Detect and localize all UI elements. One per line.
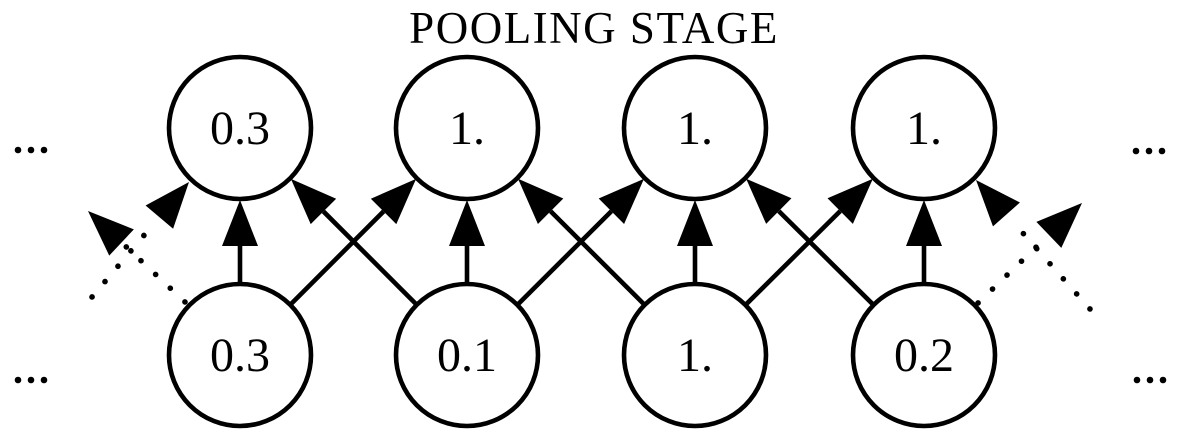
dotted-arrow-shaft — [975, 236, 1048, 306]
node-bottom-4: 0.2 — [850, 281, 998, 429]
node-top-1: 0.3 — [166, 54, 314, 202]
arrow-shaft — [321, 209, 418, 306]
arrow-shaft — [516, 209, 614, 306]
node-top-1-circle — [166, 54, 314, 202]
ellipsis-dot — [1158, 147, 1166, 155]
node-bottom-1-circle — [166, 281, 314, 429]
arrowhead — [370, 178, 417, 225]
node-top-4: 1. — [850, 54, 998, 202]
ellipsis-dot — [1146, 376, 1154, 384]
dotted-edge-left-outgoing — [88, 211, 188, 305]
node-bottom-2-value: 0.1 — [437, 329, 497, 382]
arrowhead — [449, 200, 485, 246]
arrowhead — [1036, 203, 1082, 248]
diagram-title: POOLING STAGE — [409, 3, 779, 53]
ellipsis-dot — [1133, 376, 1141, 384]
dotted-arrow-shaft — [1007, 216, 1093, 312]
edge-bottom1-to-top2 — [289, 178, 417, 306]
node-top-3-circle — [621, 54, 769, 202]
edge-bottom2-to-top1 — [290, 178, 418, 306]
ellipsis-dot — [27, 146, 35, 154]
node-top-2: 1. — [393, 54, 541, 202]
node-bottom-1: 0.3 — [166, 281, 314, 429]
arrowhead — [827, 178, 873, 224]
arrowhead — [145, 182, 189, 229]
ellipsis-dot — [14, 376, 22, 384]
arrowhead — [290, 178, 337, 225]
node-bottom-3: 1. — [621, 281, 769, 429]
edge-bottom4-to-top4 — [906, 200, 942, 283]
ellipsis-dot — [1132, 147, 1140, 155]
node-top-1-value: 0.3 — [210, 102, 270, 155]
dotted-arrow-shaft — [123, 243, 188, 305]
dotted-edge-right-incoming — [976, 180, 1093, 312]
edge-bottom1-to-top1 — [222, 200, 258, 283]
ellipsis-top-left — [14, 146, 48, 154]
ellipsis-dot — [1145, 147, 1153, 155]
edge-bottom3-to-top3 — [677, 200, 713, 283]
ellipsis-dot — [40, 376, 48, 384]
node-top-4-value: 1. — [906, 102, 942, 155]
dotted-edge-right-outgoing — [975, 203, 1082, 306]
arrowhead — [88, 211, 134, 256]
node-top-3-value: 1. — [677, 102, 713, 155]
dotted-arrow-shaft — [89, 218, 159, 300]
arrowhead — [906, 200, 942, 246]
ellipsis-bottom-left — [14, 376, 48, 384]
edge-bottom2-to-top3 — [516, 178, 644, 306]
ellipsis-top-right — [1132, 147, 1166, 155]
arrowhead — [976, 180, 1020, 227]
node-bottom-4-circle — [850, 281, 998, 429]
arrow-shaft — [744, 209, 842, 306]
node-bottom-2-circle — [393, 281, 541, 429]
edge-bottom2-to-top2 — [449, 200, 485, 283]
node-top-4-circle — [850, 54, 998, 202]
ellipsis-dot — [1159, 376, 1167, 384]
arrow-shaft — [289, 209, 386, 306]
node-bottom-2: 0.1 — [393, 281, 541, 429]
arrowhead — [677, 200, 713, 246]
ellipsis-dot — [40, 146, 48, 154]
node-bottom-4-value: 0.2 — [894, 329, 954, 382]
node-bottom-3-circle — [621, 281, 769, 429]
node-top-2-value: 1. — [449, 102, 485, 155]
arrowhead — [746, 178, 792, 224]
edge-bottom4-to-top3 — [746, 178, 875, 306]
node-top-2-circle — [393, 54, 541, 202]
ellipsis-bottom-right — [1133, 376, 1167, 384]
ellipsis-dot — [14, 146, 22, 154]
arrow-shaft — [777, 209, 875, 306]
ellipsis-dot — [27, 376, 35, 384]
dotted-edge-left-incoming — [89, 182, 189, 300]
arrowhead — [598, 178, 644, 225]
edge-bottom3-to-top2 — [518, 178, 646, 306]
arrowhead — [518, 178, 564, 225]
node-bottom-3-value: 1. — [677, 329, 713, 382]
arrow-shaft — [548, 209, 646, 306]
node-bottom-1-value: 0.3 — [210, 329, 270, 382]
edge-bottom3-to-top4 — [744, 178, 873, 306]
node-top-3: 1. — [621, 54, 769, 202]
arrowhead — [222, 200, 258, 246]
